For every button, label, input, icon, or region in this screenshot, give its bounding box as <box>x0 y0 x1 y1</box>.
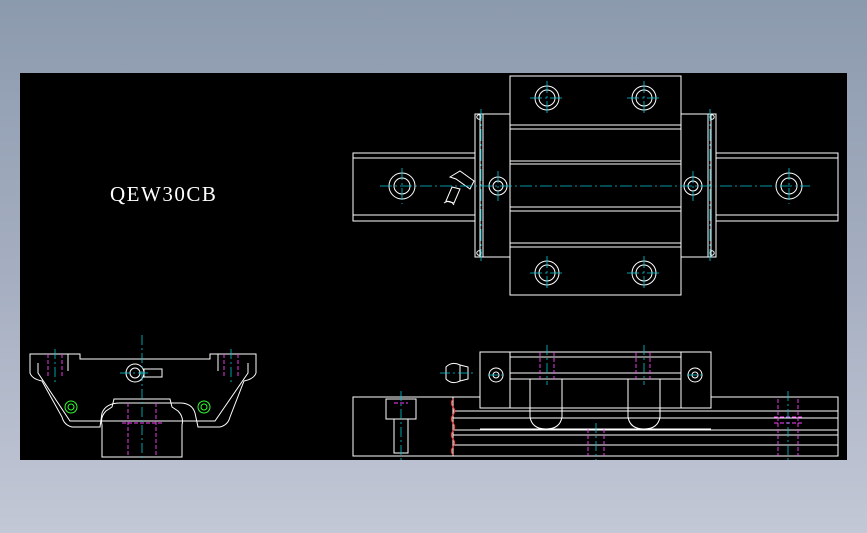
model-label: QEW30CB <box>110 182 217 206</box>
front-view-threads <box>64 400 211 414</box>
cad-drawing: QEW30CB <box>29 75 839 460</box>
top-view-centerlines <box>380 81 810 290</box>
rail-profile <box>101 398 183 458</box>
front-view-centerlines <box>54 335 232 460</box>
top-view <box>352 75 839 296</box>
front-view-hidden <box>47 354 239 457</box>
side-block <box>479 351 712 409</box>
grease-nipple-top <box>443 170 475 206</box>
block-body <box>509 75 682 296</box>
front-view <box>29 353 257 458</box>
block-end-outline <box>29 353 257 428</box>
cad-viewport[interactable]: QEW30CB <box>20 73 847 460</box>
grease-nipple-side <box>445 362 469 384</box>
side-view-centerlines <box>400 345 789 460</box>
side-view <box>352 351 839 457</box>
side-view-hatch <box>450 398 456 456</box>
